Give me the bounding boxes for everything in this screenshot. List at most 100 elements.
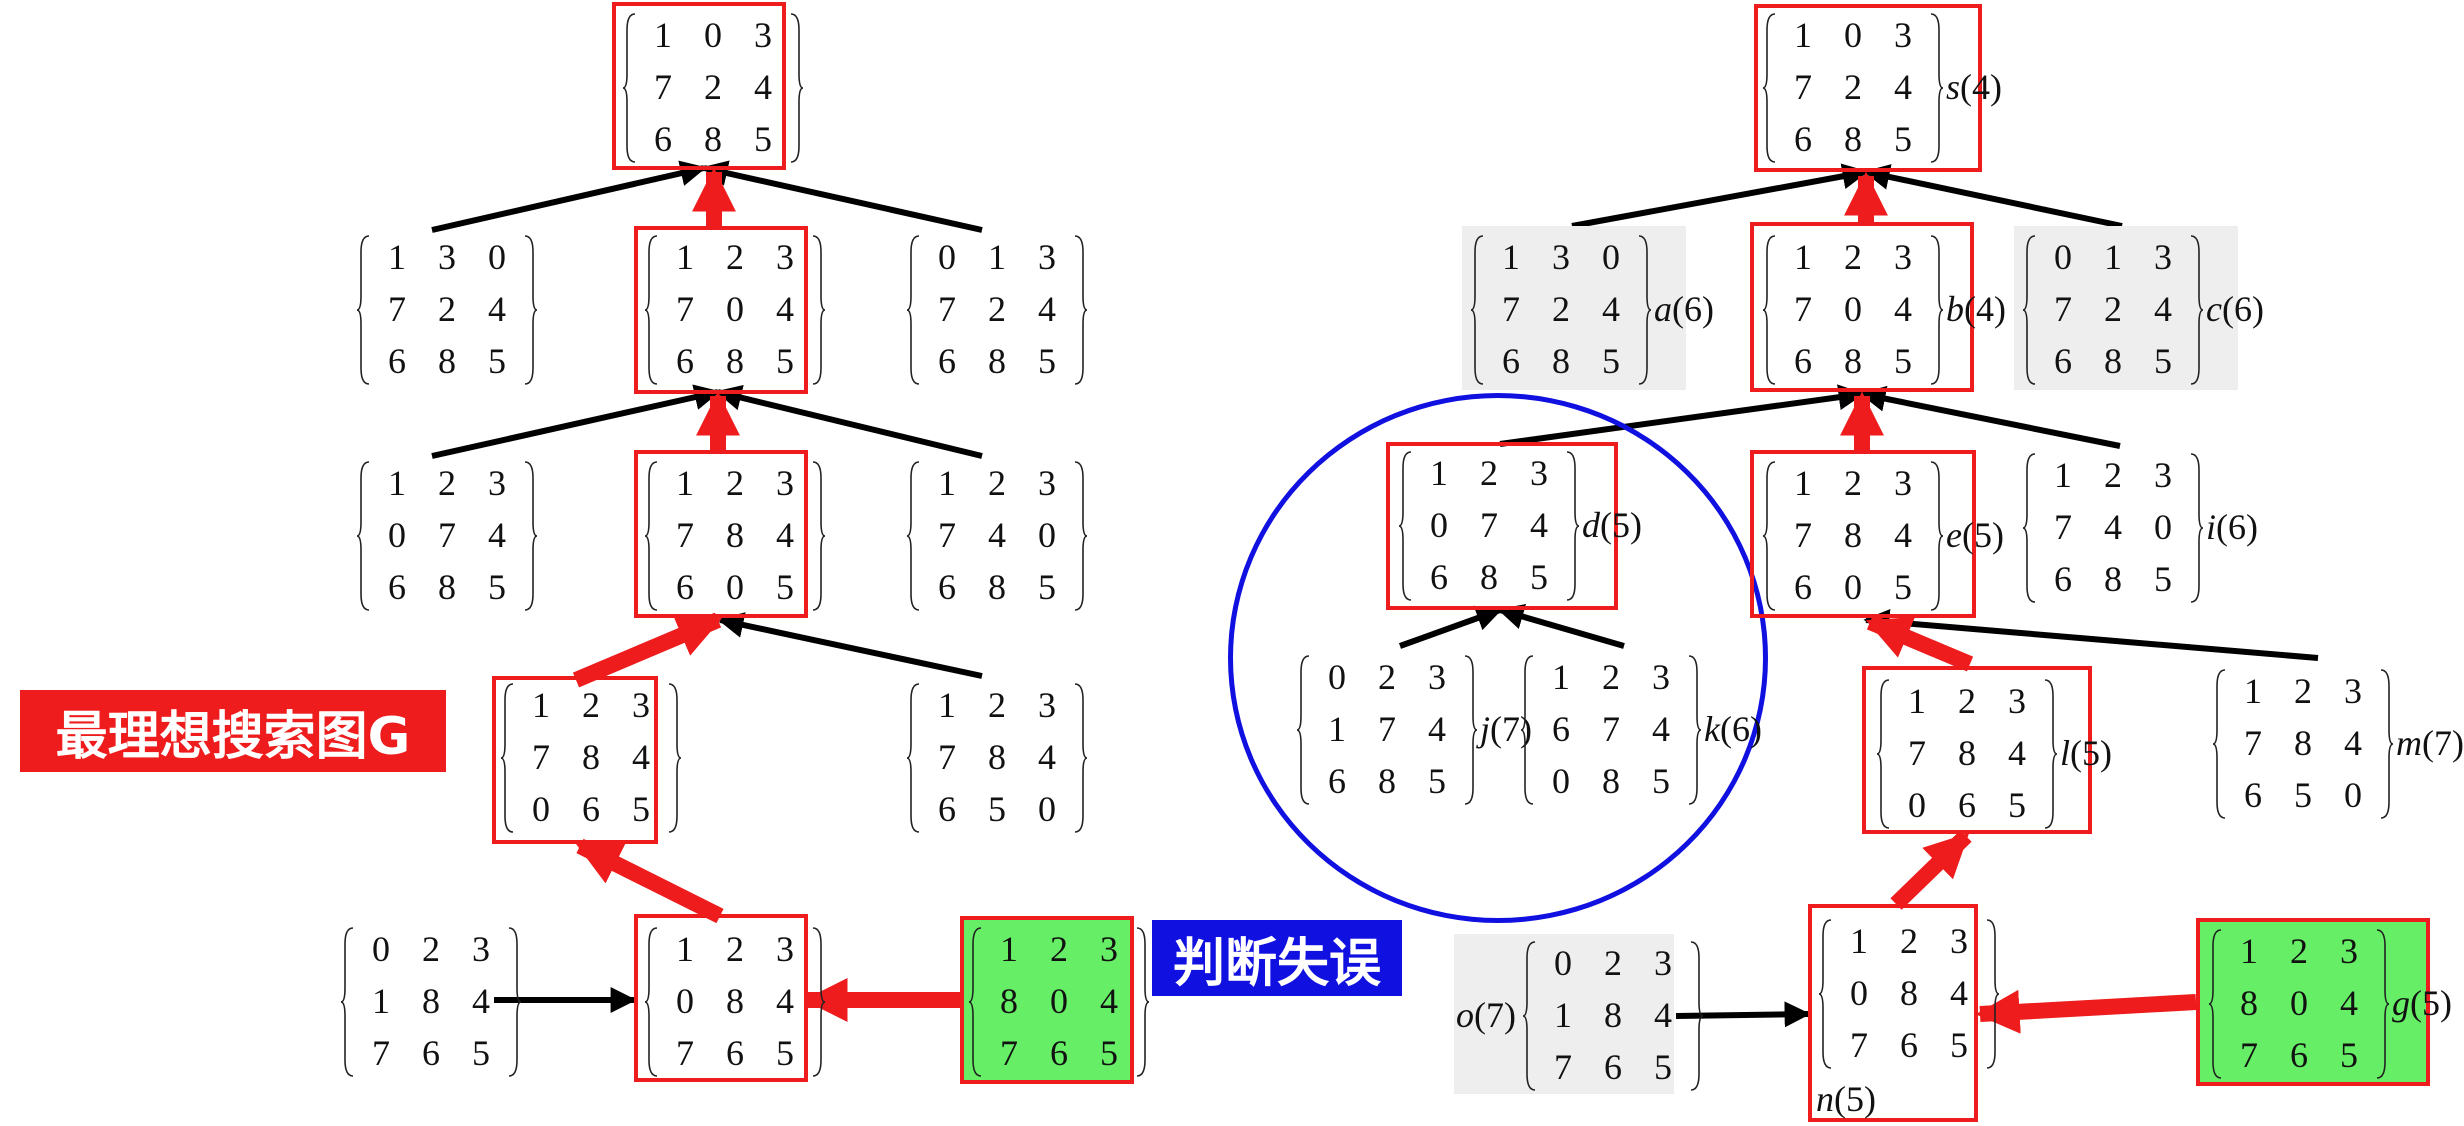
matrix-cell: 5 xyxy=(1652,761,1670,801)
matrix-cell: 6 xyxy=(938,341,956,381)
matrix-cell: 6 xyxy=(422,1033,440,1073)
matrix-cell: 2 xyxy=(704,67,722,107)
node-name: j xyxy=(1480,709,1491,749)
matrix-cell: 6 xyxy=(938,567,956,607)
matrix-cell: 5 xyxy=(776,341,794,381)
matrix-cell: 0 xyxy=(1328,657,1346,697)
matrix-cell: 8 xyxy=(726,515,744,555)
state-box-e xyxy=(1750,450,1976,618)
matrix-cell: 3 xyxy=(2340,931,2358,971)
matrix-cell: 6 xyxy=(582,789,600,829)
tree-arrow-c-to-s xyxy=(1863,164,2123,229)
matrix-cell: 7 xyxy=(1794,515,1812,555)
node-name: l xyxy=(2060,733,2071,773)
matrix-cell: 7 xyxy=(2240,1035,2258,1075)
matrix-cell: 6 xyxy=(1328,761,1346,801)
matrix-cell: 4 xyxy=(1602,289,1620,329)
matrix-cell: 3 xyxy=(754,15,772,55)
matrix-cell: 2 xyxy=(726,463,744,503)
matrix-cell: 0 xyxy=(1844,289,1862,329)
matrix-cell: 3 xyxy=(1552,237,1570,277)
matrix-cell: 4 xyxy=(488,289,506,329)
matrix-cell: 1 xyxy=(1552,657,1570,697)
matrix-cell: 0 xyxy=(2344,775,2362,815)
node-name: d xyxy=(1582,505,1600,545)
matrix-cell: 0 xyxy=(1552,761,1570,801)
matrix-cell: 2 xyxy=(988,289,1006,329)
matrix-cell: 5 xyxy=(776,567,794,607)
matrix-cell: 1 xyxy=(2054,455,2072,495)
matrix-cell: 3 xyxy=(488,463,506,503)
matrix-cell: 8 xyxy=(2104,341,2122,381)
tree-arrow-L2c-to-L1b xyxy=(715,384,983,459)
matrix-cell: 5 xyxy=(1100,1033,1118,1073)
node-cost: (7) xyxy=(2422,723,2464,763)
matrix-cell: 4 xyxy=(1652,709,1670,749)
matrix-cell: 3 xyxy=(1654,943,1672,983)
matrix-cell: 7 xyxy=(1378,709,1396,749)
matrix-cell: 2 xyxy=(422,929,440,969)
matrix-cell: 4 xyxy=(2344,723,2362,763)
matrix-cell: 1 xyxy=(938,685,956,725)
state-box-g xyxy=(2196,918,2430,1086)
matrix-cell: 7 xyxy=(1794,289,1812,329)
matrix-cell: 4 xyxy=(472,981,490,1021)
matrix-cell: 6 xyxy=(726,1033,744,1073)
matrix-cell: 8 xyxy=(582,737,600,777)
matrix-cell: 1 xyxy=(2104,237,2122,277)
matrix-cell: 3 xyxy=(776,463,794,503)
node-cost: (4) xyxy=(1960,67,2002,107)
matrix-cell: 1 xyxy=(1794,463,1812,503)
matrix-cell: 3 xyxy=(2154,237,2172,277)
matrix-cell: 6 xyxy=(676,567,694,607)
matrix-cell: 3 xyxy=(632,685,650,725)
matrix-cell: 7 xyxy=(2054,507,2072,547)
matrix-cell: 5 xyxy=(1654,1047,1672,1087)
node-cost: (5) xyxy=(2410,983,2452,1023)
matrix-cell: 7 xyxy=(2054,289,2072,329)
matrix-cell: 6 xyxy=(1794,341,1812,381)
matrix-cell: 3 xyxy=(2154,455,2172,495)
node-name: m xyxy=(2396,723,2422,763)
matrix-cell: 5 xyxy=(2008,785,2026,825)
matrix-cell: 8 xyxy=(726,981,744,1021)
matrix-cell: 2 xyxy=(2290,931,2308,971)
matrix-cell: 6 xyxy=(1430,557,1448,597)
matrix-cell: 5 xyxy=(754,119,772,159)
matrix-cell: 3 xyxy=(776,237,794,277)
matrix-cell: 1 xyxy=(388,463,406,503)
matrix-cell: 1 xyxy=(2240,931,2258,971)
matrix-cell: 2 xyxy=(726,237,744,277)
matrix-cell: 0 xyxy=(726,567,744,607)
matrix-cell: 3 xyxy=(2008,681,2026,721)
matrix-cell: 1 xyxy=(988,237,1006,277)
matrix-cell: 4 xyxy=(2340,983,2358,1023)
matrix-cell: 7 xyxy=(1794,67,1812,107)
matrix-cell: 2 xyxy=(1050,929,1068,969)
node-name: e xyxy=(1946,515,1962,555)
matrix-cell: 3 xyxy=(438,237,456,277)
matrix-cell: 8 xyxy=(726,341,744,381)
matrix-cell: 8 xyxy=(1552,341,1570,381)
matrix-cell: 1 xyxy=(1908,681,1926,721)
state-box-o xyxy=(1454,934,1674,1094)
tree-arrow-i-to-b xyxy=(1859,385,2121,449)
path-arrow-n-to-l xyxy=(1890,830,1972,910)
matrix-cell: 2 xyxy=(2104,289,2122,329)
matrix-cell: 8 xyxy=(988,737,1006,777)
path-arrow-L4b-to-L3a xyxy=(576,838,724,924)
matrix-cell: 2 xyxy=(1480,453,1498,493)
matrix-cell: 0 xyxy=(726,289,744,329)
matrix-cell: 5 xyxy=(776,1033,794,1073)
matrix-cell: 6 xyxy=(1552,709,1570,749)
matrix-cell: 8 xyxy=(1844,341,1862,381)
